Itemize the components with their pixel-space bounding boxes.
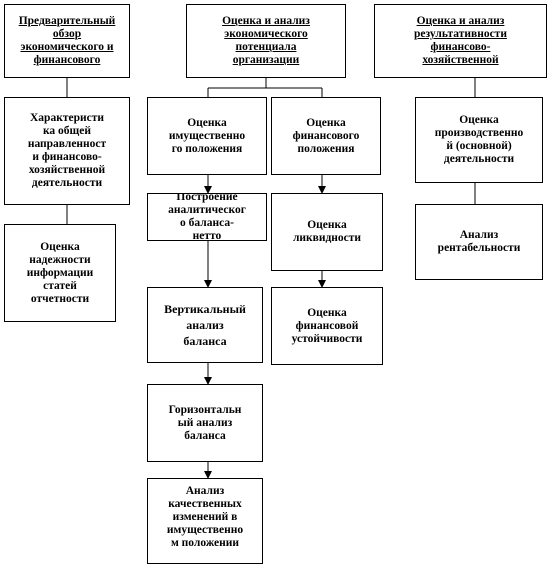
box-activity-characteristics: Характеристи ка общей направленност и фи… xyxy=(4,97,130,205)
box-qualitative-changes: Анализ качественных изменений в имуществ… xyxy=(147,478,263,564)
box-profitability-analysis: Анализ рентабельности xyxy=(415,204,543,280)
box-liquidity-evaluation: Оценка ликвидности xyxy=(271,193,383,271)
box-economic-potential: Оценка и анализ экономического потенциал… xyxy=(186,4,346,78)
box-preliminary-review: Предварительный обзор экономического и ф… xyxy=(4,4,130,78)
box-results-evaluation: Оценка и анализ результативности финансо… xyxy=(374,4,547,78)
box-financial-position: Оценка финансового положения xyxy=(271,97,381,175)
box-vertical-analysis: Вертикальный анализ баланса xyxy=(147,287,263,363)
box-production-activity: Оценка производственно й (основной) деят… xyxy=(415,97,543,183)
box-analytical-balance-netto: Построение аналитическог о баланса- нетт… xyxy=(147,193,267,241)
box-financial-stability: Оценка финансовой устойчивости xyxy=(271,287,383,365)
box-horizontal-analysis: Горизонтальн ый анализ баланса xyxy=(147,384,263,462)
box-property-position: Оценка имущественно го положения xyxy=(147,97,267,175)
box-reliability-evaluation: Оценка надежности информации статей отче… xyxy=(4,224,116,322)
